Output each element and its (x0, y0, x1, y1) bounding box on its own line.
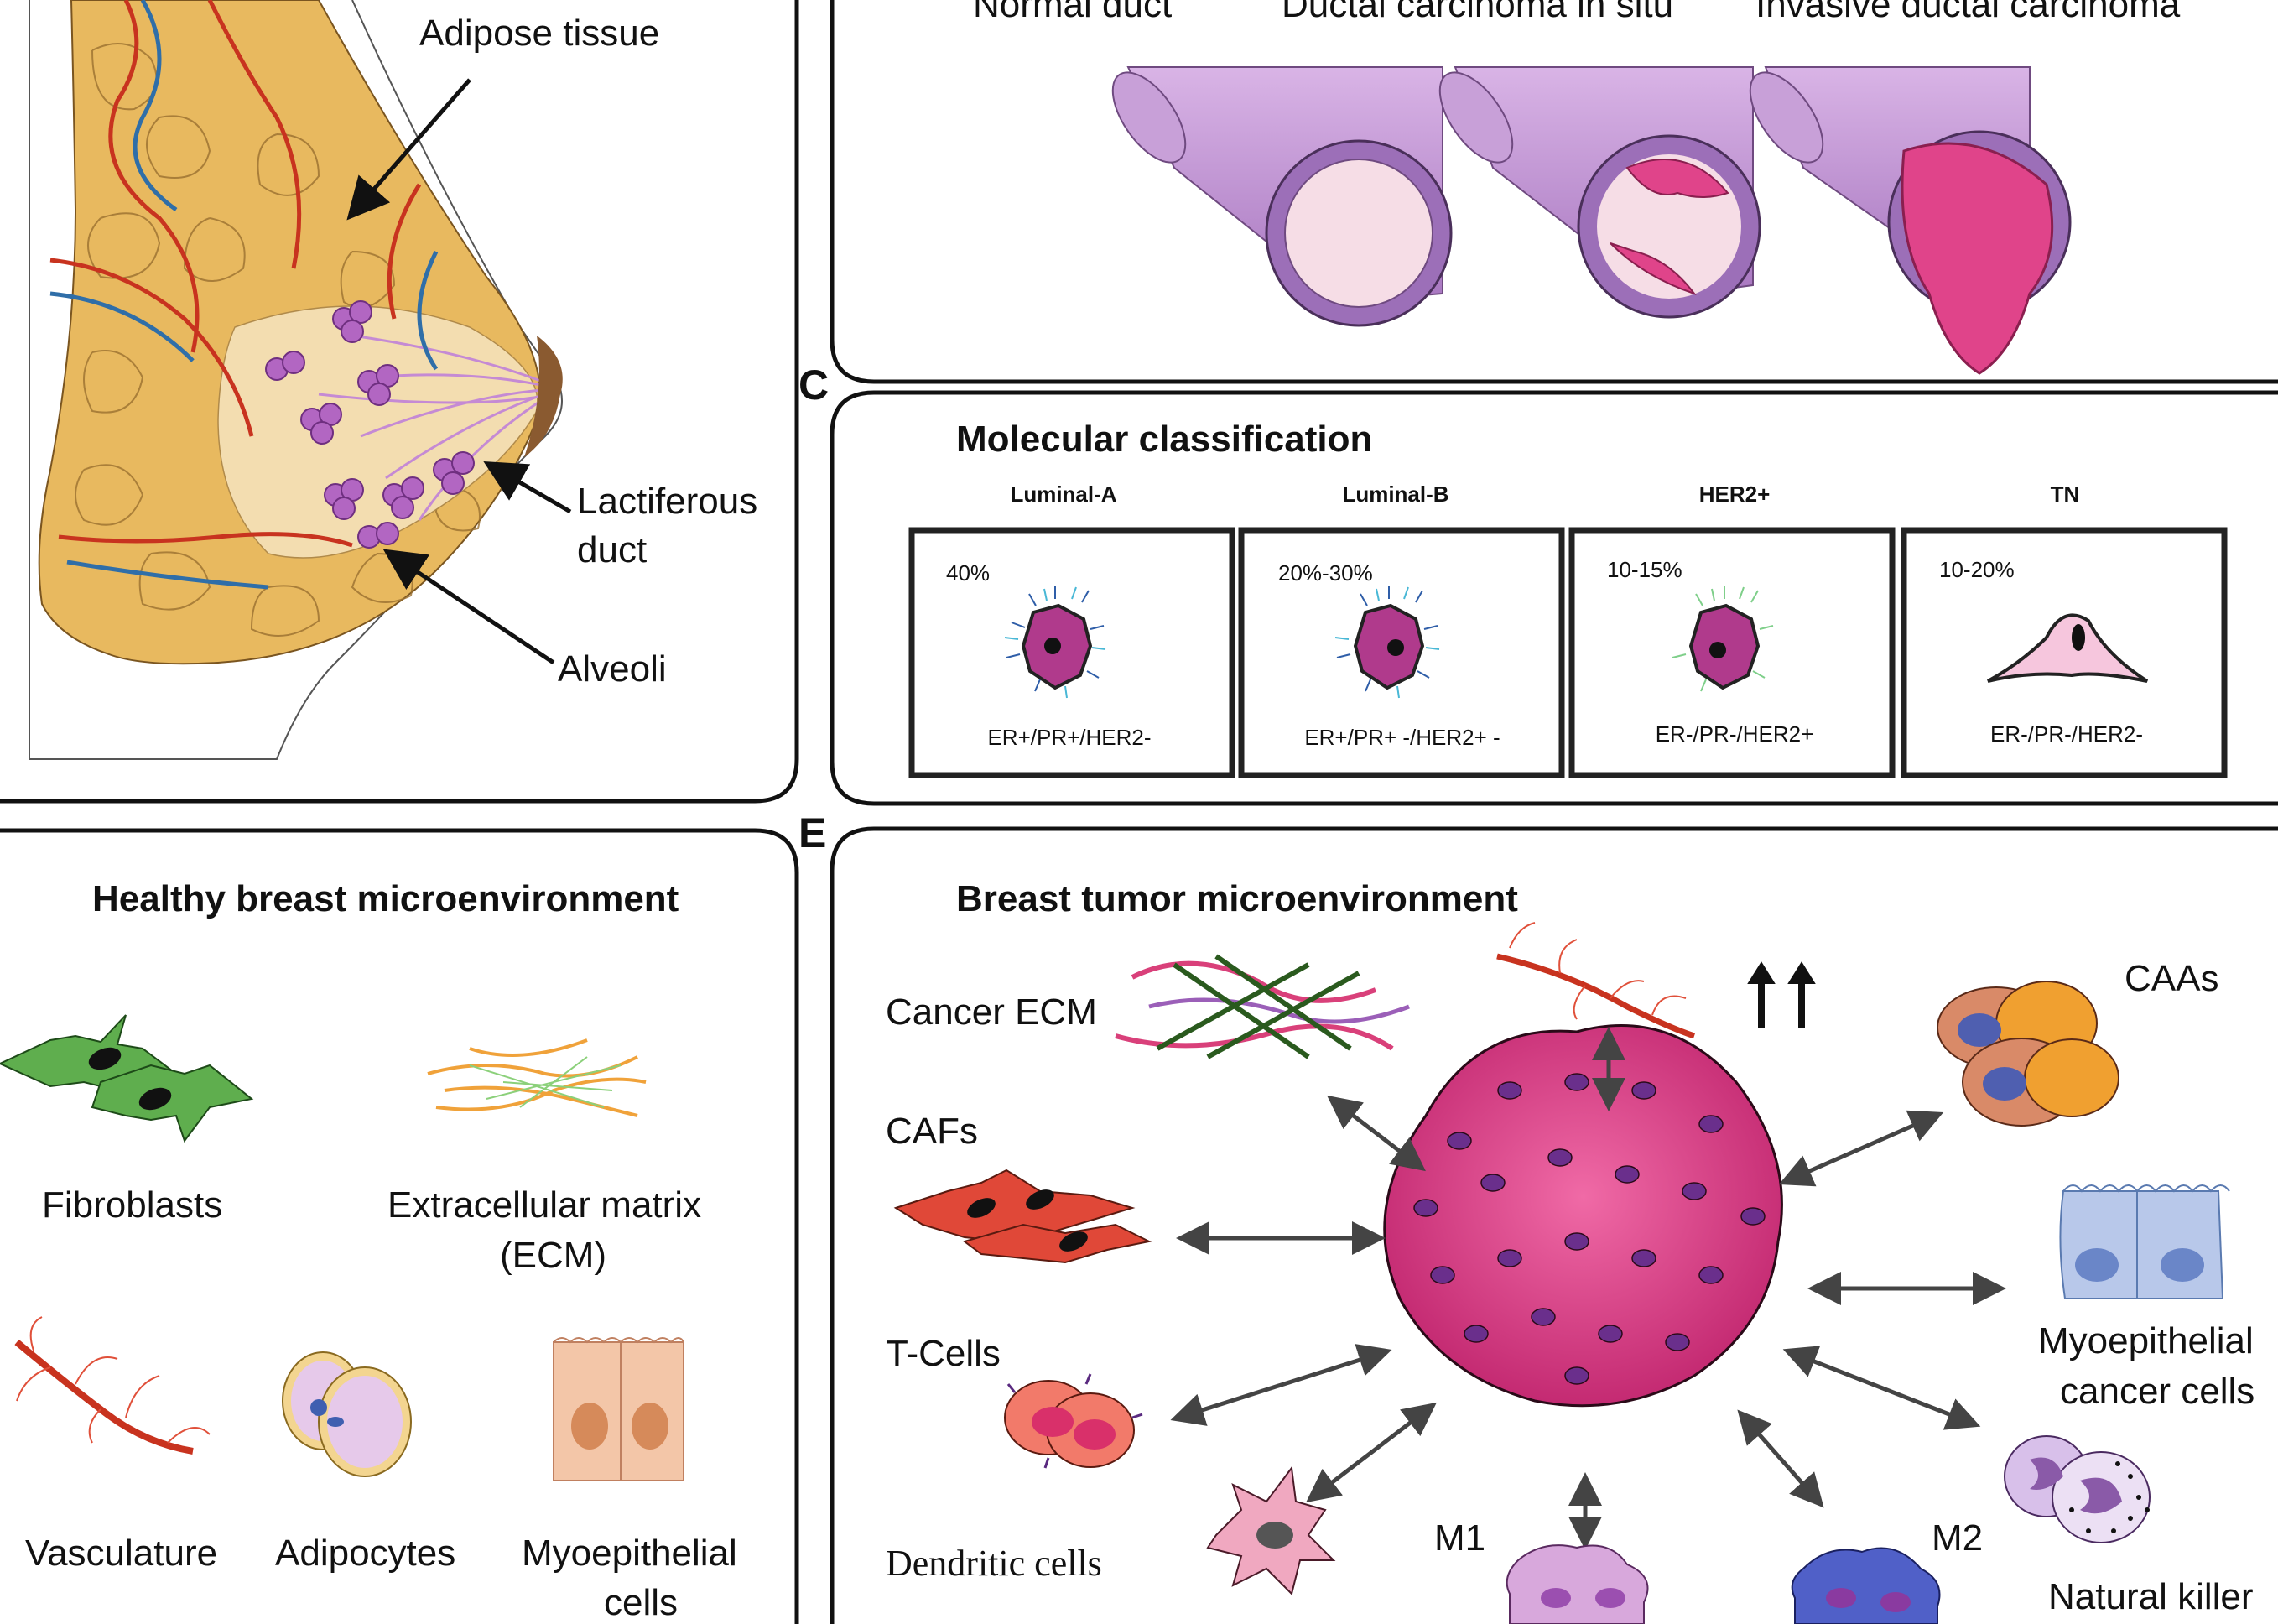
ecm-illustration (427, 1038, 647, 1117)
label-vasculature: Vasculature (25, 1533, 217, 1574)
label-dcis: Ductal carcinoma in situ (1282, 0, 1673, 25)
healthy-title: Healthy breast microenvironment (92, 878, 679, 919)
myoepithelial-cancer-illustration (2059, 1184, 2230, 1299)
label-adipocytes: Adipocytes (275, 1533, 455, 1574)
dcis-duct-illustration (1438, 66, 1761, 319)
label-ecm-1: Extracellular matrix (387, 1184, 701, 1226)
label-ecm-2: (ECM) (500, 1235, 606, 1276)
tumor-title: Breast tumor microenvironment (956, 878, 1518, 919)
subtype-name-luminal-a: Luminal-A (1010, 481, 1116, 507)
label-lactiferous-1: Lactiferous (577, 481, 757, 522)
classification-title: Molecular classification (956, 419, 1372, 460)
nipple (524, 336, 563, 457)
tcells-illustration (1004, 1373, 1143, 1469)
panel-d-frame (0, 828, 799, 1624)
myoepithelial-illustration (553, 1337, 684, 1481)
adipose-lobules (75, 43, 481, 637)
cell-her2 (1672, 586, 1774, 692)
caas-illustration (1937, 981, 2119, 1127)
subtype-receptors-tn: ER-/PR-/HER2- (1990, 721, 2143, 747)
interaction-arrows (1170, 1027, 2006, 1550)
vasculature-illustration (14, 1316, 211, 1455)
panel-letter-e: E (798, 809, 826, 856)
panel-c-frame (830, 390, 2278, 806)
increase-arrows-icon (1747, 961, 1816, 1028)
m2-macrophage-illustration (1791, 1547, 1941, 1624)
subtype-percent-luminal-a: 40% (946, 560, 990, 586)
label-idc: Invasive ductal carcinoma (1755, 0, 2181, 25)
cancer-ecm-illustration (1115, 954, 1410, 1059)
subtype-percent-tn: 10-20% (1939, 557, 2015, 582)
subtype-receptors-luminal-b: ER+/PR+ -/HER2+ - (1304, 725, 1500, 750)
breast-anatomy-illustration (29, 0, 572, 760)
subtype-receptors-luminal-a: ER+/PR+/HER2- (987, 725, 1151, 750)
alveoli-clusters (265, 300, 475, 549)
fibroblast-illustration (0, 1014, 254, 1143)
body-outline (29, 0, 563, 760)
tumor-vasculature-illustration (1496, 922, 1696, 1039)
panel-letter-c: C (798, 362, 829, 409)
cell-triple-negative (1987, 613, 2149, 683)
label-tcells: T-Cells (886, 1333, 1001, 1374)
label-cancer-ecm: Cancer ECM (886, 992, 1097, 1033)
adipose-arrow (346, 78, 471, 221)
label-adipose-tissue: Adipose tissue (419, 13, 659, 54)
subtype-percent-her2: 10-15% (1607, 557, 1682, 582)
label-normal-duct: Normal duct (973, 0, 1172, 25)
label-cafs: CAFs (886, 1111, 978, 1152)
subtype-percent-luminal-b: 20%-30% (1278, 560, 1373, 586)
natural-killer-illustration (2004, 1435, 2151, 1543)
idc-duct-illustration (1749, 66, 2072, 375)
normal-duct-illustration (1111, 66, 1453, 327)
subtype-name-tn: TN (2051, 481, 2080, 507)
breast-vessels (49, 0, 439, 590)
label-myoepithelial-cancer-1: Myoepithelial (2038, 1320, 2254, 1361)
lactiferous-arrow (483, 461, 572, 514)
label-lactiferous-2: duct (577, 529, 647, 570)
label-caas: CAAs (2125, 958, 2218, 999)
label-myoepithelial-2: cells (604, 1582, 678, 1623)
tumor-mass (1383, 1024, 1783, 1408)
dendritic-cells-illustration (1206, 1465, 1336, 1595)
panel-a-frame (0, 0, 799, 804)
label-m1: M1 (1434, 1517, 1485, 1559)
label-dendritic-cells: Dendritic cells (886, 1543, 1102, 1584)
label-myoepithelial-1: Myoepithelial (522, 1533, 737, 1574)
label-m2: M2 (1932, 1517, 1983, 1559)
panel-e-frame (830, 826, 2278, 1624)
subtype-receptors-her2: ER-/PR-/HER2+ (1656, 721, 1814, 747)
subtype-boxes (908, 527, 2228, 778)
panel-b-frame (830, 0, 2278, 384)
cafs-illustration (893, 1169, 1152, 1264)
cell-luminal-b (1334, 586, 1440, 699)
label-fibroblasts: Fibroblasts (42, 1184, 222, 1226)
label-myoepithelial-cancer-2: cancer cells (2060, 1371, 2255, 1412)
subtype-name-luminal-b: Luminal-B (1342, 481, 1448, 507)
cell-luminal-a (1004, 586, 1106, 699)
adipocytes-illustration (282, 1351, 412, 1477)
m1-macrophage-illustration (1506, 1544, 1649, 1624)
label-natural-killer: Natural killer (2048, 1576, 2254, 1617)
alveoli-arrow (382, 549, 555, 665)
subtype-name-her2: HER2+ (1699, 481, 1771, 507)
breast-glandular-region (217, 305, 538, 559)
label-alveoli: Alveoli (558, 648, 667, 690)
